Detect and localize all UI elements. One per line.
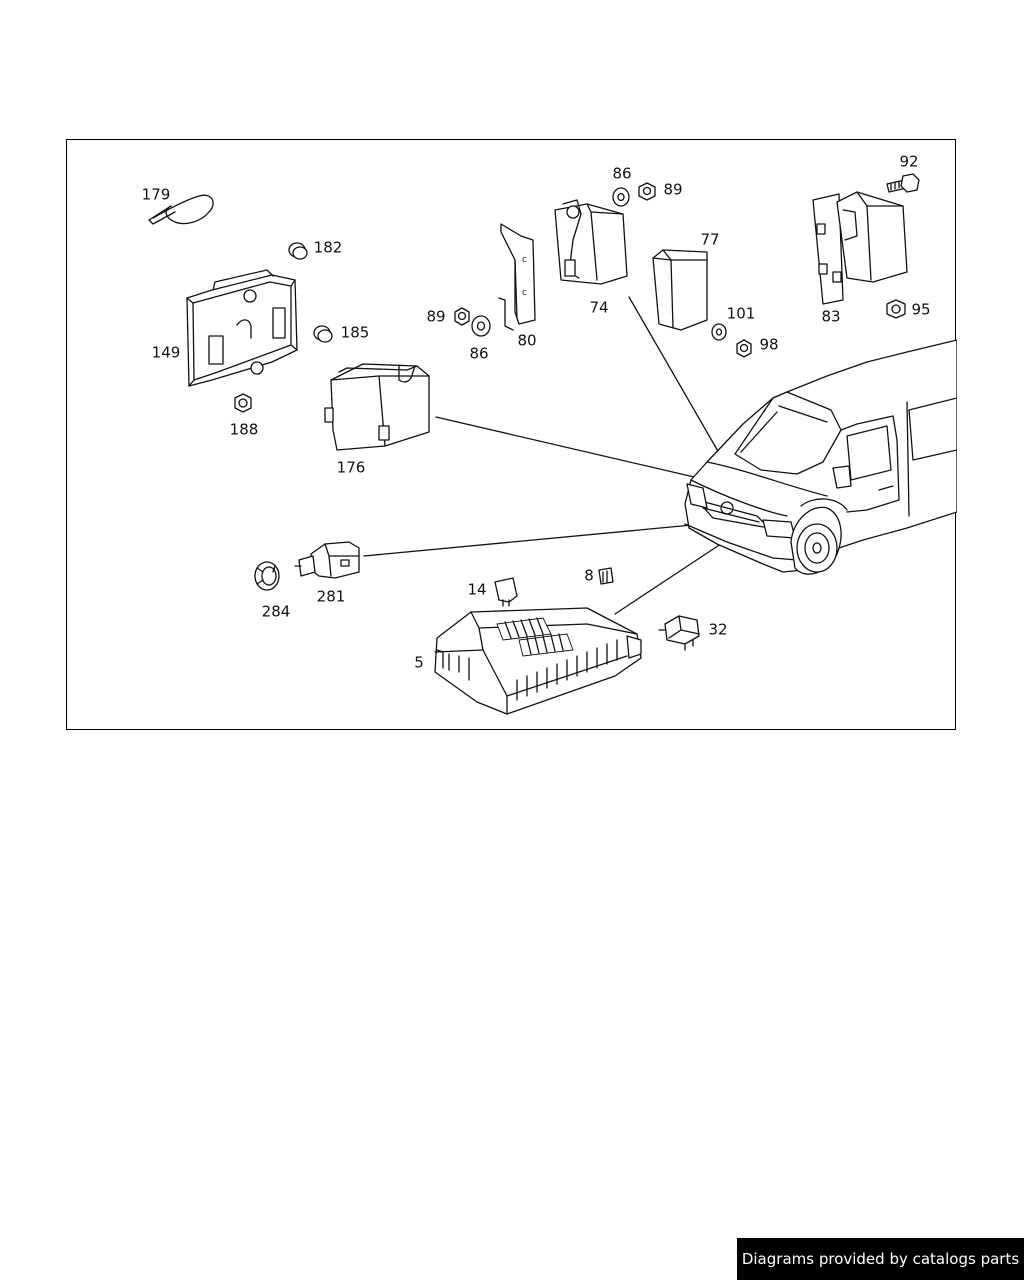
nut-95 bbox=[886, 299, 906, 319]
footer-text: Diagrams provided by catalogs parts bbox=[741, 1250, 1020, 1268]
callout-98: 98 bbox=[759, 335, 779, 354]
leader-lines bbox=[363, 296, 750, 615]
callout-77: 77 bbox=[700, 230, 720, 249]
washer-101 bbox=[711, 323, 727, 341]
svg-text:c: c bbox=[522, 288, 527, 298]
callout-92: 92 bbox=[899, 152, 919, 171]
bracket-83 bbox=[812, 191, 908, 305]
callout-185: 185 bbox=[340, 323, 370, 342]
callout-182: 182 bbox=[313, 238, 343, 257]
svg-text:c: c bbox=[522, 255, 527, 265]
relay-74 bbox=[554, 199, 628, 285]
callout-101: 101 bbox=[726, 304, 756, 323]
nut-188 bbox=[234, 393, 252, 413]
callout-86-top: 86 bbox=[612, 164, 632, 183]
callout-149: 149 bbox=[151, 343, 181, 362]
leader-line-176 bbox=[435, 416, 708, 481]
callout-86-left: 86 bbox=[469, 344, 489, 363]
callout-80: 80 bbox=[517, 331, 537, 350]
van-illustration bbox=[684, 339, 957, 575]
callout-5: 5 bbox=[414, 653, 424, 672]
callout-281: 281 bbox=[316, 587, 346, 606]
callout-32: 32 bbox=[708, 620, 728, 639]
module-176 bbox=[324, 363, 430, 451]
washer-86-top bbox=[612, 187, 630, 207]
cover-77 bbox=[652, 249, 708, 331]
plug-185 bbox=[313, 325, 333, 343]
callout-176: 176 bbox=[336, 458, 366, 477]
bracket-80: c c bbox=[498, 223, 536, 331]
washer-86-left bbox=[471, 315, 491, 337]
diagram-drawing: c c bbox=[148, 173, 957, 715]
plug-182 bbox=[288, 242, 308, 260]
callout-14: 14 bbox=[467, 580, 487, 599]
nut-98 bbox=[736, 339, 752, 358]
sensor-281 bbox=[294, 541, 360, 579]
fuse-14 bbox=[494, 577, 518, 607]
callout-8: 8 bbox=[584, 566, 594, 585]
bolt-92 bbox=[886, 173, 920, 193]
callout-188: 188 bbox=[229, 420, 259, 439]
callout-83: 83 bbox=[821, 307, 841, 326]
footer-banner: Diagrams provided by catalogs parts bbox=[737, 1238, 1024, 1280]
parts-diagram: c c bbox=[66, 139, 957, 730]
callout-95: 95 bbox=[911, 300, 931, 319]
callout-179: 179 bbox=[141, 185, 171, 204]
callout-89-left: 89 bbox=[426, 307, 446, 326]
relay-32 bbox=[658, 615, 700, 651]
fuse-box-5 bbox=[434, 607, 642, 715]
leader-line-5 bbox=[614, 531, 740, 615]
callout-89-top: 89 bbox=[663, 180, 683, 199]
cable-tie-179 bbox=[148, 194, 214, 225]
callout-284: 284 bbox=[261, 602, 291, 621]
callout-74: 74 bbox=[589, 298, 609, 317]
plug-8 bbox=[598, 567, 614, 585]
nut-89-left bbox=[454, 307, 470, 326]
grommet-284 bbox=[254, 561, 280, 591]
nut-89-top bbox=[638, 182, 656, 201]
leader-line-281 bbox=[363, 524, 693, 557]
control-unit-149 bbox=[186, 269, 298, 387]
